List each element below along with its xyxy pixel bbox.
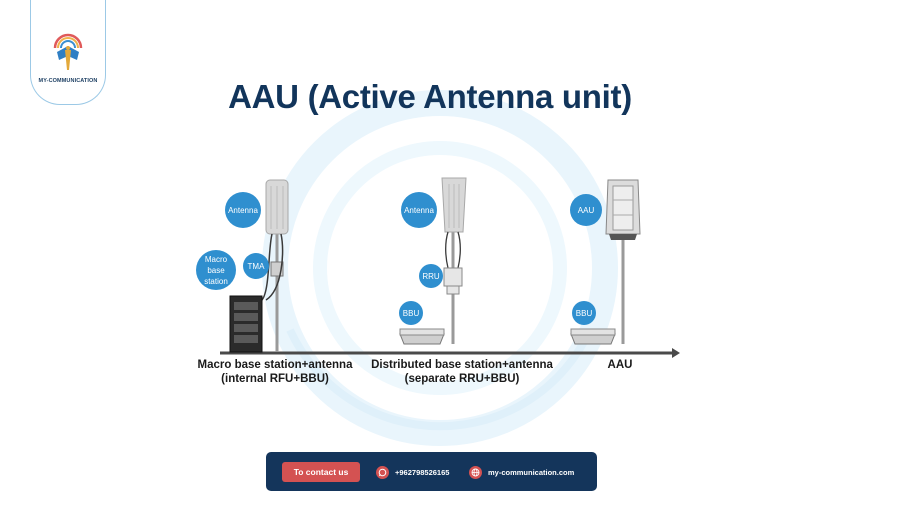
distributed-caption-line1: Distributed base station+antenna	[371, 359, 553, 371]
distributed-caption-line2: (separate RRU+BBU)	[404, 373, 520, 385]
antenna-label-2: Antenna	[404, 206, 434, 215]
macro-label-line3: station	[204, 277, 228, 286]
aau-caption-line1: AAU	[607, 359, 633, 371]
aau-station-group	[570, 179, 641, 345]
website-url: my-communication.com	[488, 467, 575, 477]
logo-card: MY-COMMUNICATION	[30, 0, 106, 105]
macro-caption: Macro base station+antenna (internal RFU…	[180, 358, 370, 386]
rru-label: RRU	[422, 272, 440, 281]
macro-station-group	[229, 179, 289, 353]
page-title: AAU (Active Antenna unit)	[228, 78, 632, 115]
antenna-label-1: Antenna	[228, 206, 258, 215]
contact-us-button[interactable]: To contact us	[282, 462, 360, 482]
brand-name: MY-COMMUNICATION	[38, 78, 98, 84]
rru-bubble	[419, 264, 443, 288]
bbu-bubble-2	[399, 301, 423, 325]
phone-number: +962798526165	[395, 467, 450, 477]
aau-caption: AAU	[590, 358, 650, 372]
distributed-station-group	[399, 177, 467, 345]
tma-label: TMA	[248, 262, 266, 271]
contact-footer: To contact us +962798526165 my-communica…	[266, 452, 597, 491]
antenna-bubble-1	[225, 192, 261, 228]
bbu-label-2: BBU	[403, 309, 420, 318]
macro-label-line1: Macro	[205, 255, 228, 264]
globe-icon	[469, 465, 482, 479]
phone-item[interactable]: +962798526165	[376, 462, 449, 482]
aau-bubble	[570, 194, 602, 226]
logo-emblem-icon	[53, 33, 83, 70]
distributed-caption: Distributed base station+antenna (separa…	[362, 358, 562, 386]
tma-bubble	[243, 253, 269, 279]
rru-unit	[443, 267, 463, 287]
bbu-bubble-3	[572, 301, 596, 325]
aau-label: AAU	[578, 206, 595, 215]
macro-caption-line1: Macro base station+antenna	[197, 359, 353, 371]
bbu-label-3: BBU	[576, 309, 593, 318]
whatsapp-icon	[376, 465, 389, 479]
macro-caption-line2: (internal RFU+BBU)	[221, 373, 329, 385]
ground-arrow	[672, 348, 680, 358]
macro-bubble	[196, 250, 236, 290]
website-item[interactable]: my-communication.com	[469, 462, 574, 482]
macro-label-line2: base	[207, 266, 225, 275]
antenna-bubble-2	[401, 192, 437, 228]
